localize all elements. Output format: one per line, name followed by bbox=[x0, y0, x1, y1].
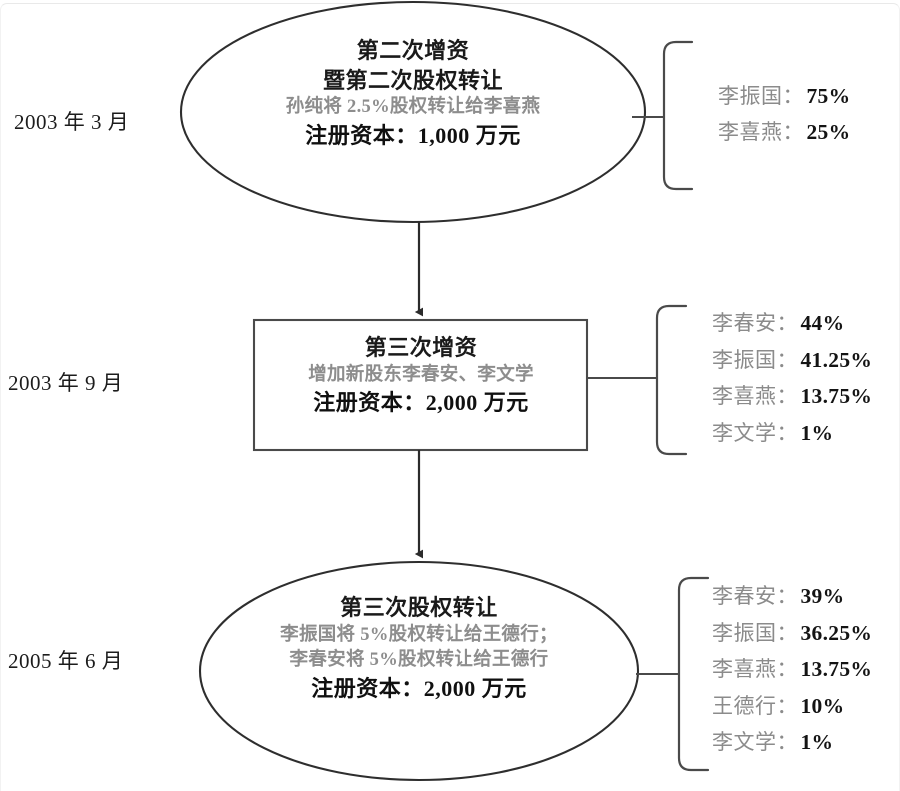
stage-2-detail-line-1: 增加新股东李春安、李文学 bbox=[308, 364, 534, 385]
holder-row: 李喜燕：13.75% bbox=[712, 657, 873, 681]
stage-2-heading-line-1: 第三次增资 bbox=[364, 335, 478, 360]
holder-percent: 1% bbox=[800, 730, 834, 754]
holder-percent: 13.75% bbox=[800, 384, 873, 408]
stage-3-detail-line-2: 李春安将 5%股权转让给王德行 bbox=[289, 650, 549, 671]
holder-name: 李喜燕 bbox=[718, 119, 783, 144]
holder-row: 李振国：75% bbox=[718, 84, 851, 108]
stage-3-detail-line-1: 李振国将 5%股权转让给王德行； bbox=[280, 624, 558, 645]
holder-separator: ： bbox=[776, 620, 798, 645]
stage-3-holder-list: 李春安：39% 李振国：36.25% 李喜燕：13.75% 王德行：10% 李文… bbox=[712, 584, 873, 754]
holder-separator: ： bbox=[776, 693, 798, 718]
holder-row: 李振国：36.25% bbox=[712, 620, 873, 645]
holder-row: 李春安：39% bbox=[712, 584, 872, 608]
holder-separator: ： bbox=[776, 347, 798, 372]
holder-row: 李春安：44% bbox=[712, 311, 872, 335]
holder-separator: ： bbox=[776, 730, 798, 754]
stage-1-heading-line-2: 暨第二次股权转让 bbox=[322, 67, 503, 93]
holder-percent: 1% bbox=[800, 420, 834, 445]
stage-1-date-label: 2003 年 3 月 bbox=[14, 110, 130, 134]
holder-name: 李春安 bbox=[712, 311, 777, 335]
stage-3-capital-line: 注册资本：2,000 万元 bbox=[311, 675, 527, 701]
stage-1-holder-list: 李振国：75% 李喜燕：25% bbox=[718, 84, 851, 144]
holder-row: 李喜燕：13.75% bbox=[712, 384, 873, 408]
stage-3-date-label: 2005 年 6 月 bbox=[8, 649, 124, 673]
holder-percent: 41.25% bbox=[800, 347, 873, 372]
holder-separator: ： bbox=[776, 311, 798, 335]
stage-3-bracket bbox=[677, 576, 710, 772]
holder-name: 王德行 bbox=[712, 693, 777, 718]
holder-name: 李喜燕 bbox=[712, 657, 777, 681]
stage-2-node-text: 第三次增资 增加新股东李春安、李文学 注册资本：2,000 万元 bbox=[256, 333, 586, 419]
stage-1-capital-line: 注册资本：1,000 万元 bbox=[305, 122, 521, 148]
stage-2-holder-list: 李春安：44% 李振国：41.25% 李喜燕：13.75% 李文学：1% bbox=[712, 311, 873, 445]
holder-percent: 13.75% bbox=[800, 657, 873, 681]
holder-row: 李喜燕：25% bbox=[718, 119, 851, 144]
holder-percent: 10% bbox=[800, 693, 845, 718]
holder-separator: ： bbox=[782, 119, 804, 144]
stage-1-detail-line-1: 孙纯将 2.5%股权转让给李喜燕 bbox=[285, 97, 541, 118]
holder-separator: ： bbox=[782, 84, 804, 108]
stage-3-ellipse bbox=[198, 560, 640, 782]
holder-name: 李喜燕 bbox=[712, 384, 777, 408]
holder-separator: ： bbox=[776, 657, 798, 681]
holder-separator: ： bbox=[776, 584, 798, 608]
holder-name: 李文学 bbox=[712, 420, 777, 445]
holder-row: 李文学：1% bbox=[712, 730, 872, 754]
holder-percent: 44% bbox=[800, 311, 845, 335]
holder-name: 李春安 bbox=[712, 584, 777, 608]
holder-name: 李振国 bbox=[712, 620, 777, 645]
holder-row: 王德行：10% bbox=[712, 693, 872, 718]
stage-3-heading-line-1: 第三次股权转让 bbox=[340, 595, 498, 620]
holder-percent: 36.25% bbox=[800, 620, 873, 645]
stage-2-capital-line: 注册资本：2,000 万元 bbox=[313, 390, 529, 416]
holder-row: 李振国：41.25% bbox=[712, 347, 873, 372]
holder-separator: ： bbox=[776, 420, 798, 445]
holder-name: 李文学 bbox=[712, 730, 777, 754]
holder-name: 李振国 bbox=[712, 347, 777, 372]
stage-1-bracket bbox=[662, 40, 694, 191]
holder-separator: ： bbox=[776, 384, 798, 408]
stage-1-heading-line-1: 第二次增资 bbox=[356, 38, 470, 63]
stage-2-date-label: 2003 年 9 月 bbox=[8, 371, 124, 395]
holder-percent: 25% bbox=[806, 119, 851, 144]
stage-1-ellipse bbox=[179, 0, 647, 224]
stage-1-node-text: 第二次增资 暨第二次股权转让 孙纯将 2.5%股权转让给李喜燕 注册资本：1,0… bbox=[183, 36, 643, 152]
holder-row: 李文学：1% bbox=[712, 420, 872, 445]
holder-percent: 39% bbox=[800, 584, 845, 608]
stage-3-node-text: 第三次股权转让 李振国将 5%股权转让给王德行； 李春安将 5%股权转让给王德行… bbox=[200, 593, 638, 705]
stage-2-bracket bbox=[655, 304, 688, 456]
stage-2-rect bbox=[252, 318, 589, 452]
holder-percent: 75% bbox=[806, 84, 851, 108]
holder-name: 李振国 bbox=[718, 84, 783, 108]
